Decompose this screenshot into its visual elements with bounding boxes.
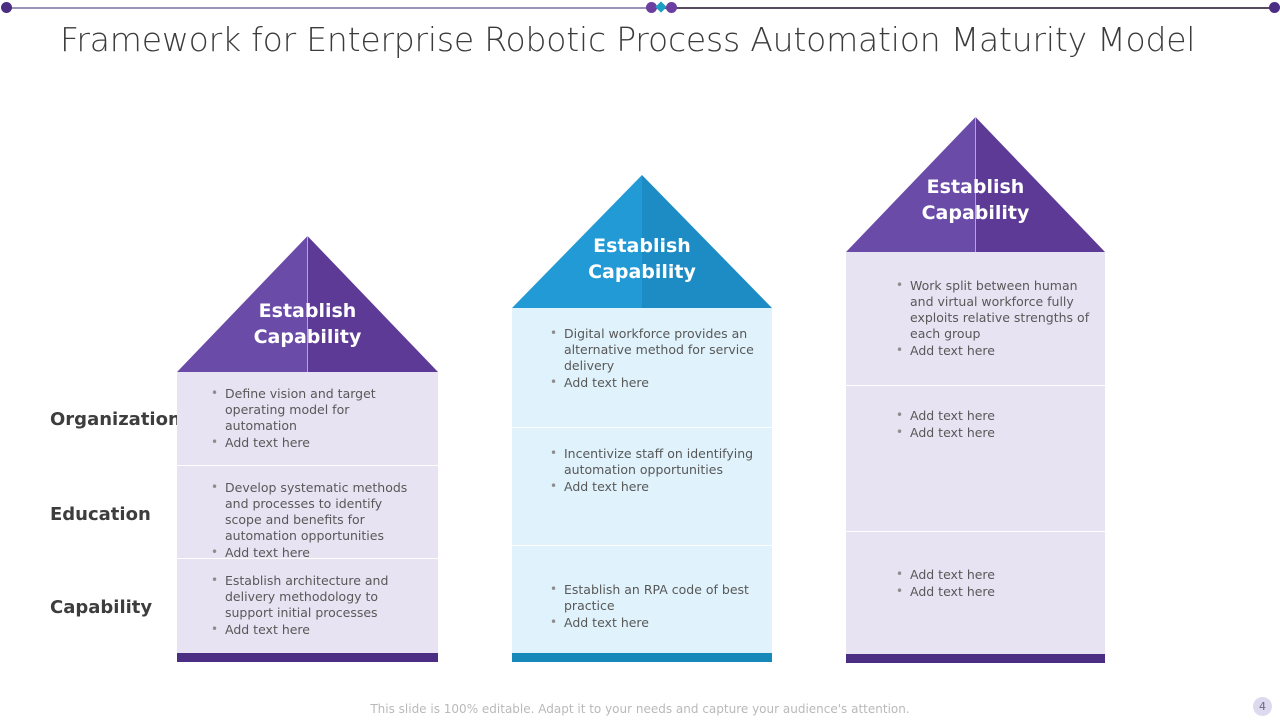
rule-dot-center-left xyxy=(646,2,657,13)
roof-title-line2: Capability xyxy=(588,261,696,283)
column-1-body: Define vision and target operating model… xyxy=(177,372,438,653)
list-item: Add text here xyxy=(896,407,1091,424)
rule-line-right xyxy=(655,7,1272,9)
list-item: Add text here xyxy=(550,374,758,391)
list-item: Add text here xyxy=(550,478,758,495)
column-3-body: Work split between human and virtual wor… xyxy=(846,252,1105,654)
column-2-roof-title: Establish Capability xyxy=(512,233,772,285)
bullet-list: Digital workforce provides an alternativ… xyxy=(512,308,772,391)
column-3-row-organization[interactable]: Work split between human and virtual wor… xyxy=(846,252,1105,385)
bullet-list: Work split between human and virtual wor… xyxy=(846,252,1105,359)
list-item: Establish architecture and delivery meth… xyxy=(211,572,422,621)
column-1-roof-title: Establish Capability xyxy=(177,298,438,350)
rule-dot-right-end xyxy=(1269,2,1280,13)
bullet-list: Define vision and target operating model… xyxy=(177,372,438,451)
bullet-list: Develop systematic methods and processes… xyxy=(177,466,438,561)
list-item: Define vision and target operating model… xyxy=(211,385,422,434)
bullet-list: Establish architecture and delivery meth… xyxy=(177,559,438,638)
list-item: Work split between human and virtual wor… xyxy=(896,277,1091,342)
list-item: Add text here xyxy=(550,614,758,631)
roof-title-line1: Establish xyxy=(593,235,691,257)
column-1-row-organization[interactable]: Define vision and target operating model… xyxy=(177,372,438,465)
footer-note: This slide is 100% editable. Adapt it to… xyxy=(370,702,910,716)
maturity-column-3[interactable]: Establish Capability Work split between … xyxy=(846,117,1105,663)
column-2-row-capability[interactable]: Establish an RPA code of best practice A… xyxy=(512,545,772,653)
column-3-row-capability[interactable]: Add text here Add text here xyxy=(846,531,1105,654)
row-label-education: Education xyxy=(50,504,151,525)
list-item: Add text here xyxy=(896,342,1091,359)
maturity-column-2[interactable]: Establish Capability Digital workforce p… xyxy=(512,175,772,662)
list-item: Add text here xyxy=(211,434,422,451)
roof-title-line2: Capability xyxy=(921,202,1030,224)
page-number-badge: 4 xyxy=(1253,697,1272,716)
column-1-roof-triangle: Establish Capability xyxy=(177,236,438,372)
maturity-column-1[interactable]: Establish Capability Define vision and t… xyxy=(177,236,438,662)
list-item: Add text here xyxy=(211,621,422,638)
list-item: Add text here xyxy=(896,566,1091,583)
roof-title-line1: Establish xyxy=(258,300,357,322)
rule-dot-left-end xyxy=(1,2,12,13)
column-1-row-education[interactable]: Develop systematic methods and processes… xyxy=(177,465,438,561)
column-3-footer-bar xyxy=(846,654,1105,663)
list-item: Incentivize staff on identifying automat… xyxy=(550,445,758,478)
list-item: Develop systematic methods and processes… xyxy=(211,479,422,544)
list-item: Add text here xyxy=(896,583,1091,600)
column-2-roof-triangle: Establish Capability xyxy=(512,175,772,308)
bullet-list: Establish an RPA code of best practice A… xyxy=(512,546,772,631)
top-decorative-rule xyxy=(0,0,1280,16)
rule-line-left xyxy=(8,7,653,9)
column-2-footer-bar xyxy=(512,653,772,662)
row-label-capability: Capability xyxy=(50,597,153,618)
column-3-row-education[interactable]: Add text here Add text here xyxy=(846,385,1105,531)
rule-dot-center-right xyxy=(666,2,677,13)
roof-title-line1: Establish xyxy=(926,176,1025,198)
rule-diamond-icon xyxy=(655,1,667,13)
roof-title-line2: Capability xyxy=(253,326,362,348)
column-2-row-education[interactable]: Incentivize staff on identifying automat… xyxy=(512,427,772,545)
list-item: Add text here xyxy=(211,544,422,561)
list-item: Establish an RPA code of best practice xyxy=(550,581,758,614)
column-1-footer-bar xyxy=(177,653,438,662)
page-title: Framework for Enterprise Robotic Process… xyxy=(60,20,1196,59)
column-2-row-organization[interactable]: Digital workforce provides an alternativ… xyxy=(512,308,772,427)
column-3-roof-title: Establish Capability xyxy=(846,174,1105,226)
column-3-roof-triangle: Establish Capability xyxy=(846,117,1105,252)
row-label-organization: Organization xyxy=(50,409,181,430)
bullet-list: Add text here Add text here xyxy=(846,532,1105,600)
column-1-row-capability[interactable]: Establish architecture and delivery meth… xyxy=(177,558,438,653)
list-item: Digital workforce provides an alternativ… xyxy=(550,325,758,374)
bullet-list: Add text here Add text here xyxy=(846,386,1105,441)
column-2-body: Digital workforce provides an alternativ… xyxy=(512,308,772,653)
list-item: Add text here xyxy=(896,424,1091,441)
bullet-list: Incentivize staff on identifying automat… xyxy=(512,428,772,495)
